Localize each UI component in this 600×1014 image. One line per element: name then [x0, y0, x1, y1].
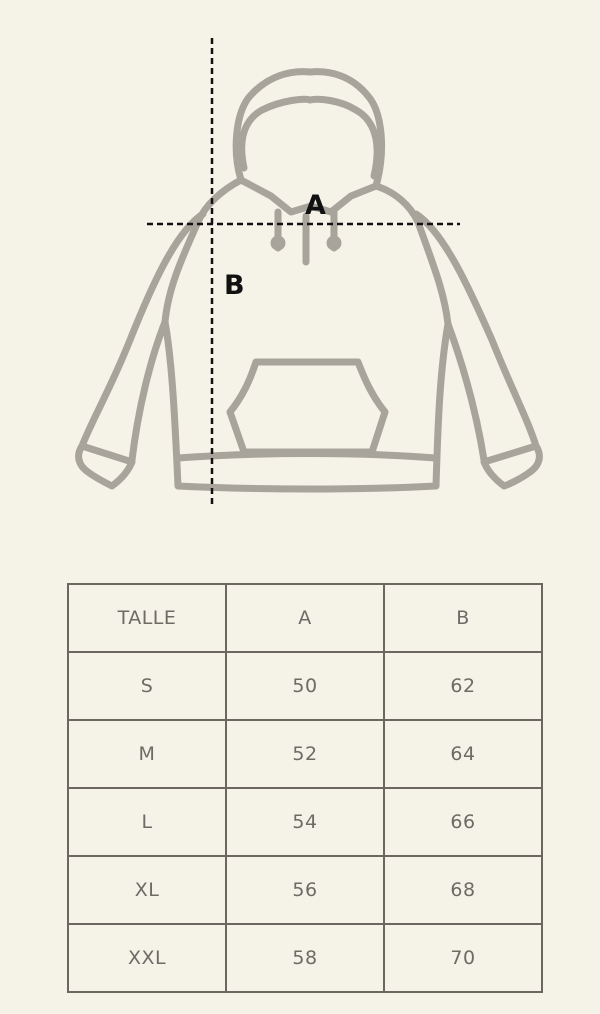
drawstring-right-tip	[326, 235, 342, 251]
left-sleeve	[78, 210, 207, 450]
hood-opening	[238, 95, 381, 180]
cell-a: 56	[225, 855, 385, 925]
cell-size: XL	[67, 855, 227, 925]
size-chart-table: TALLE A B S 50 62 M 52 64 L 54 66 XL 56 …	[67, 583, 543, 993]
size-table-body: S 50 62 M 52 64 L 54 66 XL 56 68 XXL 58 …	[67, 651, 543, 993]
cell-b: 66	[383, 787, 543, 857]
table-row: M 52 64	[67, 719, 543, 789]
cell-b: 70	[383, 923, 543, 993]
cell-size: L	[67, 787, 227, 857]
table-row: XXL 58 70	[67, 923, 543, 993]
hood-outline	[232, 68, 386, 216]
table-row: XL 56 68	[67, 855, 543, 925]
right-sleeve	[412, 210, 540, 450]
hoodie-measurement-diagram: A B	[75, 38, 543, 505]
measure-label-a: A	[305, 190, 326, 221]
measure-label-b: B	[224, 270, 245, 301]
hoodie-outline	[75, 68, 543, 493]
right-sleeve-inner	[444, 320, 488, 464]
header-a: A	[225, 583, 385, 653]
right-cuff	[480, 442, 543, 490]
table-row: S 50 62	[67, 651, 543, 721]
cell-b: 64	[383, 719, 543, 789]
table-row: L 54 66	[67, 787, 543, 857]
cell-a: 58	[225, 923, 385, 993]
kangaroo-pocket	[226, 358, 389, 456]
header-size: TALLE	[67, 583, 227, 653]
header-b: B	[383, 583, 543, 653]
size-table-head: TALLE A B	[67, 583, 543, 653]
drawstring-left-tip	[270, 235, 286, 251]
left-sleeve-inner	[128, 318, 169, 464]
cell-b: 68	[383, 855, 543, 925]
cell-a: 50	[225, 651, 385, 721]
cell-size: M	[67, 719, 227, 789]
cell-b: 62	[383, 651, 543, 721]
cell-size: XXL	[67, 923, 227, 993]
left-cuff	[75, 442, 136, 490]
cell-a: 54	[225, 787, 385, 857]
cell-a: 52	[225, 719, 385, 789]
body-outline	[161, 176, 452, 493]
table-header-row: TALLE A B	[67, 583, 543, 653]
cell-size: S	[67, 651, 227, 721]
